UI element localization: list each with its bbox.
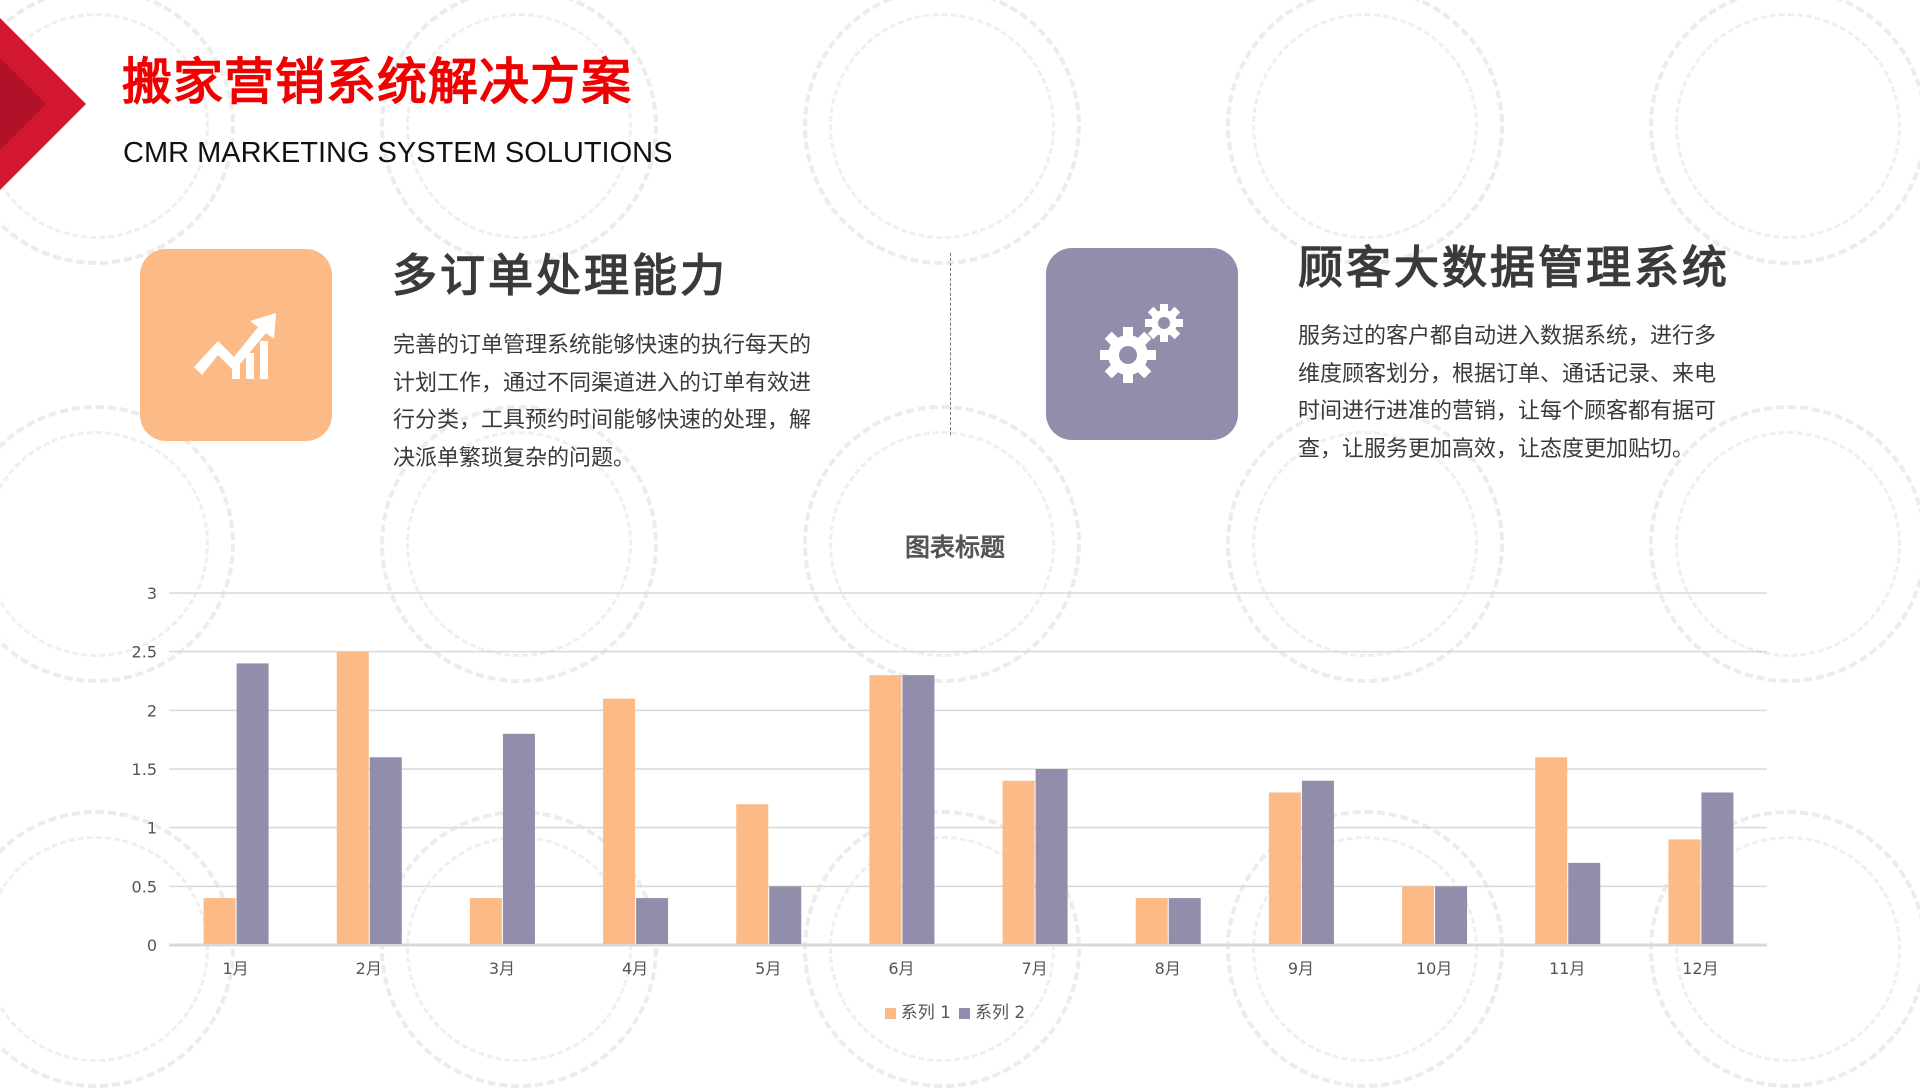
x-tick-label: 6月 xyxy=(888,959,914,978)
feature-heading-customer-data: 顾客大数据管理系统 xyxy=(1298,241,1731,294)
bar-series-1 xyxy=(203,898,236,944)
order-feature-card xyxy=(140,249,332,441)
desc-line: 维度顾客划分，根据订单、通话记录、来电 xyxy=(1298,361,1717,387)
legend-item-series-1: 系列 1 xyxy=(884,998,951,1023)
legend-swatch xyxy=(884,1007,896,1019)
desc-line: 完善的订单管理系统能够快速的执行每天的 xyxy=(393,333,812,358)
gears-icon xyxy=(1100,304,1183,383)
bar-series-1 xyxy=(1002,780,1035,944)
x-tick-label: 8月 xyxy=(1155,959,1181,978)
legend-swatch xyxy=(959,1007,970,1019)
page-title: 搬家营销系统解决方案 xyxy=(122,53,632,111)
desc-line: 时间进行进准的营销，让每个顾客都有据可 xyxy=(1298,399,1717,424)
page-subtitle: CMR MARKETING SYSTEM SOLUTIONS xyxy=(123,137,673,169)
legend-item-series-2: 系列 2 xyxy=(959,998,1025,1023)
bar-series-1 xyxy=(1402,886,1435,944)
bar-series-2 xyxy=(236,663,269,944)
x-tick-label: 9月 xyxy=(1288,959,1314,978)
bar-series-2 xyxy=(502,733,535,944)
y-tick-label: 0 xyxy=(147,936,157,955)
x-tick-label: 3月 xyxy=(489,959,515,978)
chart-title: 图表标题 xyxy=(904,533,1005,562)
y-tick-label: 2.5 xyxy=(132,643,157,662)
y-tick-label: 1.5 xyxy=(132,760,157,779)
feature-desc-customer-data: 服务过的客户都自动进入数据系统，进行多 维度顾客划分，根据订单、通话记录、来电 … xyxy=(1298,318,1768,468)
bar-series-2 xyxy=(636,898,669,944)
bar-series-2 xyxy=(1435,886,1468,944)
x-tick-label: 4月 xyxy=(622,959,648,978)
desc-line: 决派单繁琐复杂的问题。 xyxy=(393,445,636,471)
bar-series-2 xyxy=(1035,769,1068,944)
x-tick-label: 12月 xyxy=(1682,959,1718,978)
x-tick-label: 10月 xyxy=(1416,959,1452,978)
bar-series-2 xyxy=(1701,792,1734,944)
legend-label: 系列 1 xyxy=(900,1003,951,1023)
bar-series-2 xyxy=(902,675,935,944)
desc-line: 计划工作，通过不同渠道进入的订单有效进 xyxy=(393,370,812,396)
desc-line: 查，让服务更加高效，让态度更加贴切。 xyxy=(1298,436,1695,462)
x-tick-label: 11月 xyxy=(1549,959,1585,978)
feature-heading-orders: 多订单处理能力 xyxy=(392,249,729,302)
x-tick-label: 7月 xyxy=(1021,959,1047,978)
bar-series-1 xyxy=(336,651,369,944)
bar-series-1 xyxy=(1668,839,1701,944)
legend-label: 系列 2 xyxy=(975,1003,1026,1023)
bar-series-1 xyxy=(1135,898,1168,944)
x-tick-label: 5月 xyxy=(755,959,781,978)
bar-series-2 xyxy=(1568,862,1601,944)
bar-series-2 xyxy=(1301,780,1334,944)
y-tick-label: 1 xyxy=(147,819,157,838)
bar-series-1 xyxy=(1535,757,1568,944)
bar-series-1 xyxy=(869,675,902,944)
desc-line: 行分类，工具预约时间能够快速的处理，解 xyxy=(393,408,812,433)
bar-series-2 xyxy=(769,886,802,944)
x-tick-label: 2月 xyxy=(356,959,382,978)
bar-series-2 xyxy=(369,757,402,944)
bar-series-1 xyxy=(736,804,769,944)
desc-line: 服务过的客户都自动进入数据系统，进行多 xyxy=(1298,324,1717,349)
bar-series-1 xyxy=(603,698,636,944)
y-tick-label: 0.5 xyxy=(132,877,157,896)
bar-series-1 xyxy=(469,898,502,944)
feature-desc-orders: 完善的订单管理系统能够快速的执行每天的 计划工作，通过不同渠道进入的订单有效进 … xyxy=(393,327,863,477)
x-tick-label: 1月 xyxy=(222,959,248,978)
chart-trend-up-icon xyxy=(194,313,276,379)
vertical-divider xyxy=(950,253,951,435)
y-tick-label: 2 xyxy=(147,701,157,720)
bar-series-1 xyxy=(1268,792,1301,944)
header-dark-triangle xyxy=(0,58,46,150)
chart-legend: 系列 1 系列 2 xyxy=(0,998,1910,1023)
customer-data-feature-card xyxy=(1046,248,1238,440)
y-tick-label: 3 xyxy=(147,584,157,603)
bar-series-2 xyxy=(1168,898,1201,944)
